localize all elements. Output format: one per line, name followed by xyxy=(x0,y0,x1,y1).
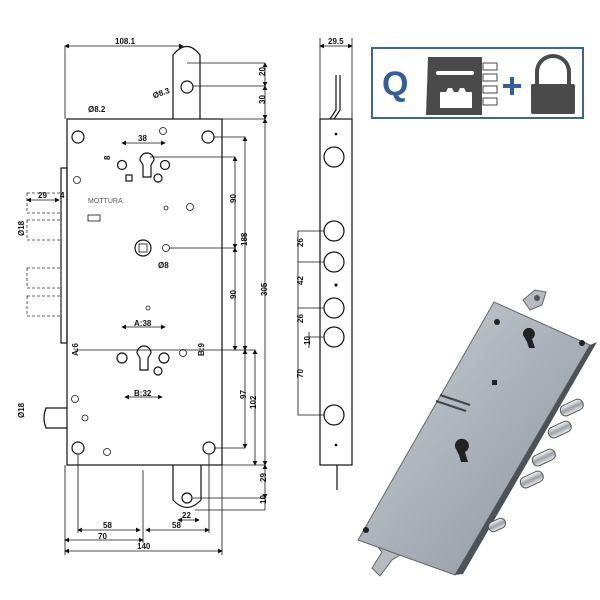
svg-text:29: 29 xyxy=(259,473,268,482)
svg-text:Ø18: Ø18 xyxy=(17,220,26,236)
side-rod-top xyxy=(329,75,341,120)
svg-text:188: 188 xyxy=(240,232,249,246)
plus-icon xyxy=(503,77,521,95)
svg-text:58: 58 xyxy=(172,521,181,530)
side-body xyxy=(319,118,353,466)
lock-body-outline xyxy=(66,118,223,466)
svg-text:30: 30 xyxy=(258,95,267,104)
dimension-lines xyxy=(26,43,268,555)
key-cylinder-icon xyxy=(426,57,498,115)
svg-text:B:32: B:32 xyxy=(134,389,152,398)
svg-text:4: 4 xyxy=(60,191,65,200)
svg-text:26: 26 xyxy=(296,238,305,247)
latch xyxy=(43,407,67,429)
svg-text:10: 10 xyxy=(259,495,268,504)
bottom-cylinder-keyhole xyxy=(136,345,152,371)
brand-label: MOTTURA xyxy=(88,198,123,205)
bottom-tab xyxy=(172,465,202,509)
svg-text:Ø8: Ø8 xyxy=(158,261,169,270)
svg-text:Ø8.2: Ø8.2 xyxy=(88,105,106,114)
svg-text:29: 29 xyxy=(38,191,47,200)
svg-text:70: 70 xyxy=(98,532,107,541)
side-dimension-lines xyxy=(297,230,324,416)
svg-text:97: 97 xyxy=(239,390,248,399)
svg-text:29.5: 29.5 xyxy=(328,37,344,46)
svg-text:26: 26 xyxy=(296,314,305,323)
svg-text:22: 22 xyxy=(182,511,191,520)
svg-text:108.1: 108.1 xyxy=(115,37,136,46)
svg-text:102: 102 xyxy=(249,395,258,409)
top-cylinder-keyhole xyxy=(139,152,155,178)
svg-text:A:38: A:38 xyxy=(134,319,152,328)
badge-q-letter: Q xyxy=(382,65,408,103)
lock-product-photo xyxy=(357,289,597,577)
svg-text:8: 8 xyxy=(103,155,112,160)
svg-text:305: 305 xyxy=(260,282,269,296)
face-plate xyxy=(60,167,68,344)
svg-text:140: 140 xyxy=(137,542,151,551)
bolts xyxy=(26,192,67,429)
padlock-icon xyxy=(531,54,575,114)
spindle-hole xyxy=(134,239,152,257)
side-bolt-holes xyxy=(323,132,345,447)
svg-text:Ø18: Ø18 xyxy=(17,402,26,418)
svg-text:Ø8.3: Ø8.3 xyxy=(151,86,171,101)
svg-text:A:6: A:6 xyxy=(71,343,80,356)
front-view: MOTTURA xyxy=(17,37,269,555)
top-tab xyxy=(172,45,201,119)
security-badge: Q xyxy=(371,47,584,119)
side-view: 29.5 26 42 26 10 70 xyxy=(296,37,353,490)
svg-text:90: 90 xyxy=(229,290,238,299)
bottom-tab-hole xyxy=(181,492,193,504)
svg-text:38: 38 xyxy=(138,134,147,143)
svg-text:90: 90 xyxy=(229,194,238,203)
svg-text:20: 20 xyxy=(258,67,267,76)
svg-text:58: 58 xyxy=(103,521,112,530)
svg-text:42: 42 xyxy=(296,276,305,285)
top-tab-hole xyxy=(180,80,194,94)
photo-bolts xyxy=(487,398,584,533)
svg-text:70: 70 xyxy=(296,369,305,378)
svg-text:10: 10 xyxy=(303,336,312,345)
svg-text:B:9: B:9 xyxy=(197,343,206,356)
